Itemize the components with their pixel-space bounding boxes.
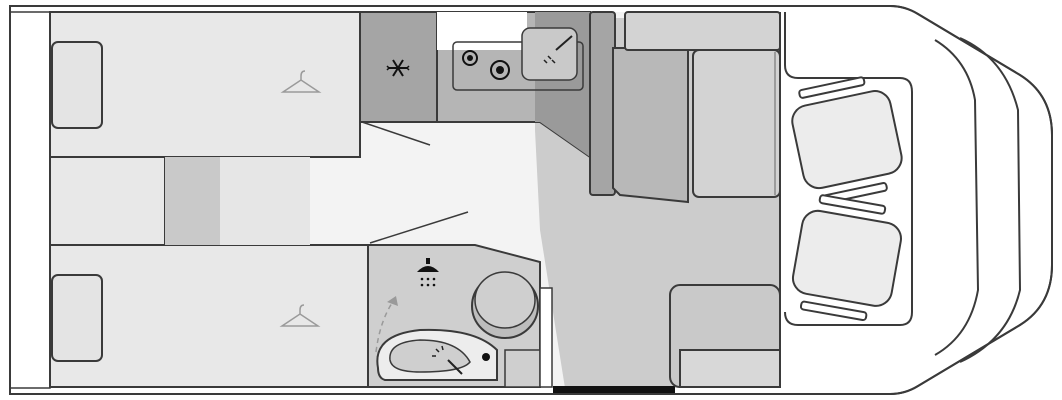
shower-head-icon bbox=[417, 258, 439, 287]
door-swing-arrow-icon bbox=[375, 299, 395, 353]
kitchen-counter bbox=[436, 11, 591, 159]
dinette-bench-side bbox=[589, 11, 616, 196]
rear-wall bbox=[9, 11, 51, 389]
washbasin bbox=[376, 328, 498, 381]
wall-post bbox=[539, 287, 553, 388]
hanger-icon bbox=[280, 70, 322, 93]
gas-burner-icon bbox=[490, 60, 510, 80]
door-swing-arrow-icon bbox=[387, 296, 398, 306]
bed-lower bbox=[49, 244, 369, 388]
bathroom-cabinet bbox=[504, 349, 541, 388]
bed-upper bbox=[49, 11, 361, 158]
fridge bbox=[359, 11, 438, 123]
faucet-icon bbox=[543, 35, 573, 64]
side-seat bbox=[669, 284, 781, 388]
dinette-table bbox=[612, 47, 689, 204]
cab-seat-passenger bbox=[791, 194, 902, 322]
dinette-backrest bbox=[624, 11, 781, 51]
hanger-icon bbox=[279, 304, 321, 327]
dashboard bbox=[934, 39, 980, 356]
divider-line bbox=[361, 121, 431, 146]
entrance-door bbox=[553, 386, 675, 393]
divider-line bbox=[369, 211, 469, 244]
faucet-icon bbox=[432, 345, 463, 375]
gas-burner-icon bbox=[462, 50, 478, 66]
cab-seats bbox=[791, 76, 903, 322]
toilet bbox=[471, 271, 539, 339]
pillow-lower bbox=[51, 274, 103, 362]
pillow-upper bbox=[51, 41, 103, 129]
cab-console bbox=[784, 12, 913, 326]
vehicle-body-outline-top bbox=[9, 5, 1053, 395]
bathroom bbox=[367, 244, 541, 388]
dinette-bench-front bbox=[692, 49, 781, 198]
kitchen-sink bbox=[521, 27, 578, 81]
bed-step bbox=[49, 156, 310, 246]
cab-seat-driver bbox=[791, 76, 903, 205]
snowflake-icon bbox=[386, 59, 410, 77]
gas-hob bbox=[452, 41, 584, 91]
